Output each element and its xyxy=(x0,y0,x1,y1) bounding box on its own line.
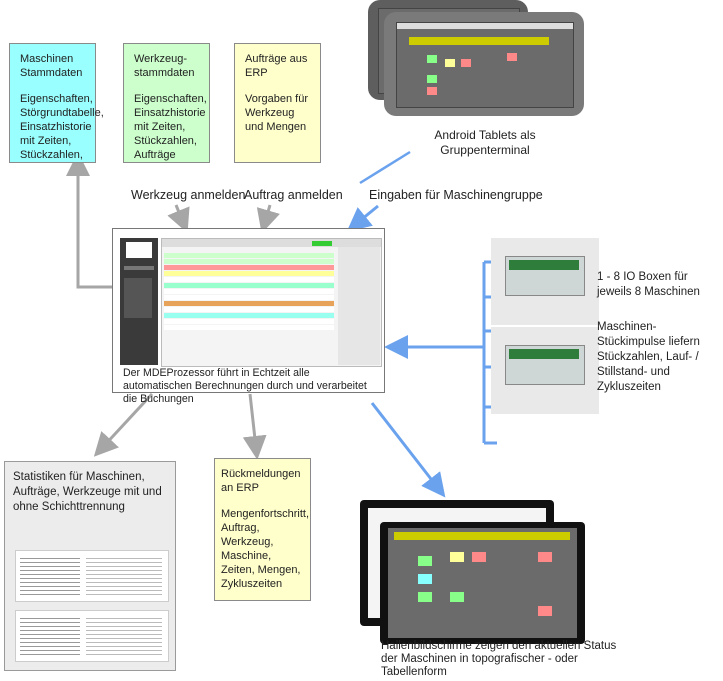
werkzeug-title: Werkzeug-stammdaten xyxy=(134,53,195,79)
statistiken-title: Statistiken für Maschinen, Aufträge, Wer… xyxy=(13,471,162,513)
arrow-werkzeug-anmelden xyxy=(167,204,190,234)
maschinen-body: Eigenschaften, Störgrundtabelle, Einsatz… xyxy=(20,93,104,161)
arrow-auftrag-anmelden xyxy=(256,204,280,234)
arrow-to-hallen xyxy=(370,402,446,498)
maschinen-stammdaten-box: Maschinen Stammdaten Eigenschaften, Stör… xyxy=(9,43,104,163)
mde-processor-screenshot: Der MDEProzessor führt in Echtzeit alle … xyxy=(112,228,385,405)
arrow-to-statistiken xyxy=(93,392,154,457)
tablet-screen xyxy=(396,22,574,108)
maschinen-title: Maschinen Stammdaten xyxy=(20,53,83,79)
tablet-front xyxy=(384,12,584,116)
werkzeug-stammdaten-box: Werkzeug-stammdaten Eigenschaften, Einsa… xyxy=(123,43,210,163)
hall-screen-display xyxy=(388,528,577,638)
impulse-label: Maschinen-Stückimpulse liefern Stückzahl… xyxy=(597,321,700,393)
mde-table xyxy=(161,238,382,367)
hall-screen-front xyxy=(380,522,585,644)
auftrag-anmelden-label: Auftrag anmelden xyxy=(244,188,343,202)
auftraege-body: Vorgaben für Werkzeug und Mengen xyxy=(245,93,308,133)
tablets-label: Android Tablets als Gruppenterminal xyxy=(434,128,536,157)
rueckmeldungen-title: Rückmeldungen an ERP xyxy=(221,468,301,494)
io-count-label: 1 - 8 IO Boxen für jeweils 8 Maschinen xyxy=(597,271,700,298)
arrow-to-rueckmeldungen xyxy=(242,393,267,460)
werkzeug-body: Eigenschaften, Einsatzhistorie mit Zeite… xyxy=(134,93,207,161)
io-box-2 xyxy=(491,327,599,414)
auftraege-erp-box: Aufträge aus ERP Vorgaben für Werkzeug u… xyxy=(234,43,321,163)
rueckmeldungen-body: Mengenfortschritt, Auftrag, Werkzeug, Ma… xyxy=(221,508,310,590)
eingaben-label: Eingaben für Maschinengruppe xyxy=(369,188,543,202)
werkzeug-anmelden-label: Werkzeug anmelden xyxy=(131,188,246,202)
statistik-table-1 xyxy=(15,550,169,602)
auftraege-title: Aufträge aus ERP xyxy=(245,53,308,79)
arrow-to-maschinen xyxy=(66,152,112,289)
statistik-table-2 xyxy=(15,610,169,662)
mde-sidebar xyxy=(120,238,158,365)
hallen-label: Hallenbildschirme zeigen den aktuellen S… xyxy=(381,640,617,678)
io-box-1 xyxy=(491,238,599,325)
statistiken-box: Statistiken für Maschinen, Aufträge, Wer… xyxy=(4,461,176,671)
rueckmeldungen-box: Rückmeldungen an ERP Mengenfortschritt, … xyxy=(214,458,311,601)
arrow-eingaben xyxy=(346,204,379,232)
arrow-tablet-input xyxy=(359,150,411,185)
mde-caption: Der MDEProzessor führt in Echtzeit alle … xyxy=(123,367,367,405)
